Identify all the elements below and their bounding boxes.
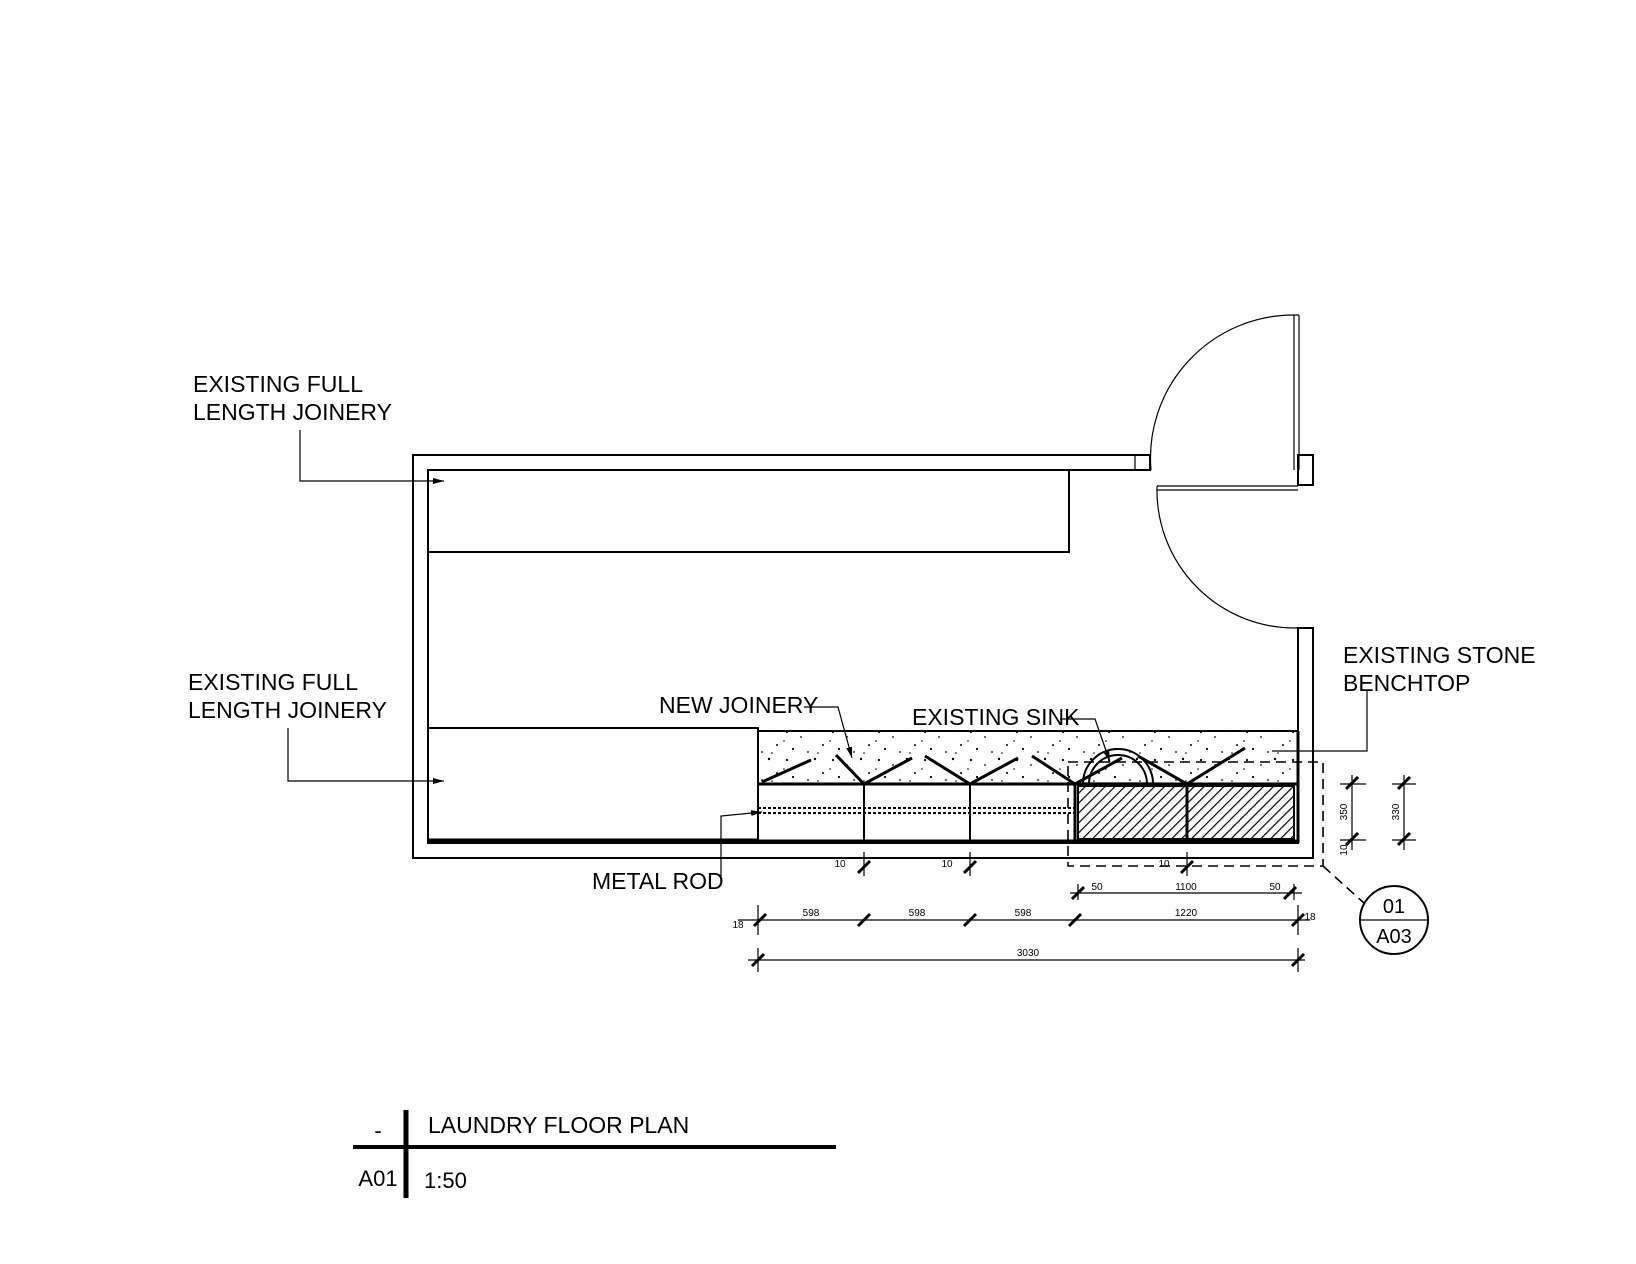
detail-number: 01 [1383, 896, 1405, 918]
new-joinery-cabinets [757, 782, 1298, 843]
dim-gap-10-a: 10 [834, 859, 846, 870]
dim-sink-left: 50 [1091, 882, 1103, 893]
callout-labels: EXISTING FULL LENGTH JOINERY EXISTING FU… [188, 371, 1536, 894]
dim-overall: 3030 [1017, 948, 1040, 959]
label-existing-sink: EXISTING SINK [912, 704, 1080, 730]
dim-sink-right: 50 [1269, 882, 1281, 893]
label-joinery-top-line1: EXISTING FULL [193, 371, 363, 397]
label-stone-benchtop-line1: EXISTING STONE [1343, 642, 1536, 668]
leader-lines [287, 430, 1368, 880]
dim-depth-330: 330 [1391, 803, 1402, 820]
dim-sink-bay: 1220 [1175, 908, 1198, 919]
dim-bay-2: 598 [909, 908, 926, 919]
detail-callout-bubble: 01 A03 [1359, 885, 1429, 955]
label-stone-benchtop-line2: BENCHTOP [1343, 670, 1470, 696]
dim-depth-350: 350 [1339, 803, 1350, 820]
sink-bay [1073, 731, 1300, 843]
detail-callout-boundary [1067, 761, 1366, 905]
dim-gap-10-c: 10 [1158, 859, 1170, 870]
dim-edge-left: 18 [732, 920, 744, 931]
label-metal-rod: METAL ROD [592, 868, 724, 894]
dim-bay-1: 598 [803, 908, 820, 919]
dimension-values: 10 10 10 50 1100 50 18 598 598 598 1220 … [732, 803, 1402, 959]
label-new-joinery: NEW JOINERY [659, 692, 818, 718]
label-joinery-bottom-line1: EXISTING FULL [188, 669, 358, 695]
title-block-scale: 1:50 [424, 1168, 467, 1193]
door-swing [1149, 314, 1300, 629]
title-block-title: LAUNDRY FLOOR PLAN [428, 1112, 689, 1138]
dim-depth-10: 10 [1339, 844, 1350, 856]
title-block: - A01 LAUNDRY FLOOR PLAN 1:50 [353, 1110, 836, 1198]
label-joinery-bottom-line2: LENGTH JOINERY [188, 697, 387, 723]
sink-basin [1077, 748, 1159, 785]
sheet-reference: A03 [1376, 926, 1412, 948]
title-block-sheet: A01 [358, 1166, 397, 1191]
dimension-lines [738, 775, 1416, 972]
title-block-drawing-id: - [374, 1118, 381, 1143]
label-joinery-top-line2: LENGTH JOINERY [193, 399, 392, 425]
existing-joinery-bottom [427, 727, 759, 842]
existing-joinery-top [427, 469, 1070, 553]
dim-sink-width: 1100 [1175, 882, 1197, 893]
dim-gap-10-b: 10 [941, 859, 953, 870]
door-swing-marks [761, 746, 1246, 786]
dim-bay-3: 598 [1015, 908, 1032, 919]
dim-edge-right: 18 [1304, 912, 1316, 923]
